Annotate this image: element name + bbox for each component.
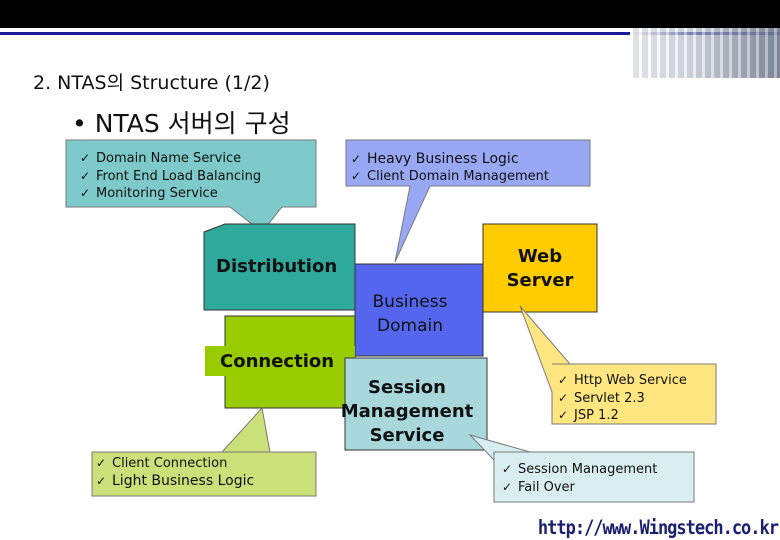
note-item: Monitoring Service (80, 185, 261, 203)
note-item: Http Web Service (558, 372, 687, 390)
note-item: JSP 1.2 (558, 407, 687, 425)
distribution-notes: Domain Name Service Front End Load Balan… (80, 150, 261, 203)
note-item: Fail Over (502, 479, 657, 497)
distribution-label: Distribution (216, 255, 337, 279)
web-server-label-line: Web (500, 245, 580, 269)
business-domain-label-line: Domain (360, 314, 460, 338)
session-label-line: Session (340, 376, 474, 400)
session-notes: Session Management Fail Over (502, 461, 657, 496)
connection-label: Connection (220, 350, 334, 374)
note-item: Light Business Logic (96, 473, 254, 490)
note-item: Heavy Business Logic (351, 151, 549, 168)
note-item: Client Connection (96, 455, 254, 473)
note-item: Session Management (502, 461, 657, 479)
note-item: Domain Name Service (80, 150, 261, 168)
note-item: Client Domain Management (351, 168, 549, 186)
session-label-line: Service (340, 424, 474, 448)
session-label-line: Management (340, 400, 474, 424)
connection-notes: Client Connection Light Business Logic (96, 455, 254, 489)
web-server-label: Web Server (500, 245, 580, 293)
business-domain-label-line: Business (360, 290, 460, 314)
web-server-label-line: Server (500, 269, 580, 293)
note-item: Front End Load Balancing (80, 168, 261, 186)
session-label: Session Management Service (340, 376, 474, 448)
note-item: Servlet 2.3 (558, 390, 687, 408)
footer-url[interactable]: http://www.Wingstech.co.kr (538, 517, 778, 540)
business-domain-label: Business Domain (360, 290, 460, 338)
web-notes: Http Web Service Servlet 2.3 JSP 1.2 (558, 372, 687, 425)
business-notes: Heavy Business Logic Client Domain Manag… (351, 151, 549, 185)
